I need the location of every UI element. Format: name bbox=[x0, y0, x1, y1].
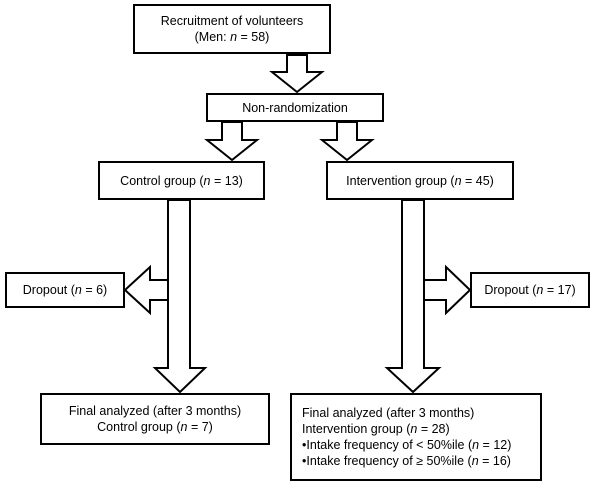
intake-below-median-item: •Intake frequency of < 50%ile (n = 12) bbox=[302, 438, 512, 452]
non-randomization-label: Non-randomization bbox=[242, 100, 348, 115]
control-group-box: Control group (n = 13) bbox=[98, 161, 265, 200]
final-intervention-title: Final analyzed (after 3 months) bbox=[302, 406, 475, 420]
recruitment-title: Recruitment of volunteers bbox=[160, 14, 304, 28]
intake-above-median-item: •Intake frequency of ≥ 50%ile (n = 16) bbox=[302, 454, 511, 468]
dropout-intervention-label: Dropout (n = 17) bbox=[484, 283, 576, 297]
control-group-label: Control group (n = 13) bbox=[120, 173, 243, 188]
final-control-title: Final analyzed (after 3 months) bbox=[68, 404, 242, 418]
final-intervention-box: Final analyzed (after 3 months) Interven… bbox=[290, 393, 542, 481]
final-control-box: Final analyzed (after 3 months) Control … bbox=[40, 393, 270, 445]
final-control-count: Control group (n = 7) bbox=[97, 420, 213, 434]
dropout-control-label: Dropout (n = 6) bbox=[22, 283, 108, 297]
recruitment-box: Recruitment of volunteers (Men: n = 58) bbox=[133, 4, 331, 54]
intervention-group-label: Intervention group (n = 45) bbox=[346, 173, 494, 188]
arrow-down-intervention bbox=[319, 121, 375, 162]
arrow-down-control bbox=[204, 121, 260, 162]
arrow-dropout-intervention bbox=[423, 264, 472, 316]
arrow-intervention-to-final bbox=[384, 199, 442, 394]
dropout-intervention-box: Dropout (n = 17) bbox=[470, 272, 590, 308]
bullet-icon: • bbox=[302, 438, 307, 452]
recruitment-count: (Men: n = 58) bbox=[194, 30, 270, 44]
final-intervention-count: Intervention group (n = 28) bbox=[302, 422, 450, 436]
bullet-icon: • bbox=[302, 454, 307, 468]
arrow-control-to-final bbox=[152, 199, 208, 394]
non-randomization-box: Non-randomization bbox=[206, 93, 384, 122]
arrow-down-recruitment bbox=[269, 54, 325, 94]
arrow-dropout-control bbox=[123, 264, 169, 316]
intervention-group-box: Intervention group (n = 45) bbox=[326, 161, 514, 200]
dropout-control-box: Dropout (n = 6) bbox=[5, 272, 125, 308]
